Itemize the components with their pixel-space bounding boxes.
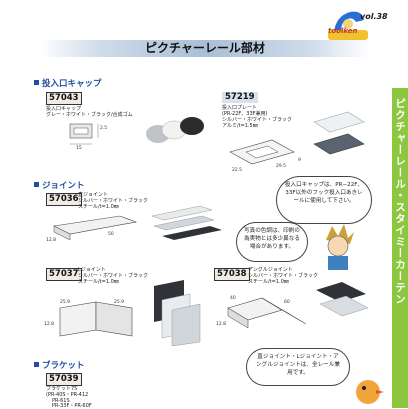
dim-57043-width: 15 [76, 146, 82, 151]
product-code-57036: 57036 [46, 193, 82, 206]
cap-photo [146, 117, 204, 143]
note-bubble-joint: 直ジョイント・Lジョイント・アングルジョイントは、全レール兼用です。 [246, 348, 350, 386]
dim-57038-right: 60 [284, 300, 290, 305]
angle-joint-photo [316, 282, 369, 317]
product-code-57037: 57037 [46, 268, 82, 281]
product-spec2-57036: スチール/t=1.0㎜ [78, 204, 119, 210]
dim-57219-height: 9 [298, 158, 301, 163]
product-name-57219: 投入口プレート [222, 105, 258, 111]
section-bracket-heading: ブラケット [42, 361, 85, 371]
dim-57037-left: 25.9 [60, 300, 71, 305]
l-joint-diagram [59, 301, 133, 337]
dim-57037-height: 12.8 [44, 322, 55, 327]
product-code-57038: 57038 [214, 268, 250, 281]
section-joint-heading: ジョイント [42, 181, 85, 191]
dim-57038-height: 12.8 [216, 322, 227, 327]
page-title: ピクチャーレール部材 [145, 41, 265, 55]
angle-joint-diagram [227, 297, 307, 329]
note-bubble-cap: 投入口キャップは、PR−22F、33F以外のフック投入口あきレールに使用して下さ… [276, 176, 372, 224]
toolken-logo-icon [328, 11, 368, 40]
product-name-57043: 投入口キャップ [46, 106, 82, 112]
plate-diagram [229, 139, 295, 165]
side-tab-label: ピクチャーレール・スタイミーカーテン [394, 98, 406, 305]
product-name-57039: ブラケット75 [46, 386, 78, 392]
product-code-57039: 57039 [46, 373, 82, 386]
boy-character-icon [326, 224, 354, 270]
plate-photo [313, 111, 365, 155]
dim-57219-length: 29.5 [276, 164, 287, 169]
straight-joint-diagram [53, 215, 138, 241]
cap-diagram [69, 123, 99, 145]
dim-57219-width: 22.5 [232, 168, 243, 173]
bird-character-icon [356, 380, 384, 404]
section-marker [34, 362, 39, 367]
product-spec2-57037: スチール/t=1.0㎜ [78, 279, 119, 285]
title-band [40, 40, 370, 57]
product-spec2-57038: スチール/t=1.0㎜ [248, 279, 289, 285]
straight-joint-photo [151, 205, 222, 240]
logo-text: toolken [328, 27, 358, 35]
product-spec1-57037: シルバー・ホワイト・ブラック [78, 273, 149, 279]
product-spec-57043: グレー・ホワイト・ブラック/合成ゴム [46, 112, 133, 118]
side-tab [392, 88, 408, 408]
section-marker [34, 80, 39, 85]
product-name-57038: アングルジョイント [248, 267, 293, 273]
dim-57036-height: 12.8 [46, 238, 57, 243]
product-spec2-57219: シルバー・ホワイト・ブラック [222, 117, 293, 123]
product-code-57043: 57043 [46, 92, 82, 105]
dim-57037-right: 25.9 [114, 300, 125, 305]
volume-label: vol.38 [360, 12, 388, 21]
product-name-57037: Lジョイント [78, 267, 106, 273]
dim-57043-height: 2.5 [100, 126, 108, 131]
product-spec1-57036: シルバー・ホワイト・ブラック [78, 198, 149, 204]
dim-57036-length: 50 [108, 232, 114, 237]
product-model-3: PR-33F・PR-60F [52, 403, 92, 409]
product-code-57219: 57219 [222, 92, 258, 103]
section-cap-heading: 投入口キャップ [42, 79, 102, 89]
product-spec3-57219: アルミ/t=1.5㎜ [222, 123, 258, 129]
dim-57038-left: 40 [230, 296, 236, 301]
product-spec1-57219: (PR-22F、33F兼用) [222, 111, 268, 117]
l-joint-photo [154, 280, 201, 346]
note-bubble-color: 写真の色調は、印刷の為実物とは多少異なる場合があります。 [236, 222, 308, 262]
section-marker [34, 182, 39, 187]
product-name-57036: 直ジョイント [78, 192, 109, 198]
product-model-1: (PR-40S・PR-412 [46, 392, 89, 398]
product-model-2: PR-61S [52, 398, 70, 404]
product-spec1-57038: シルバー・ホワイト・ブラック [248, 273, 319, 279]
